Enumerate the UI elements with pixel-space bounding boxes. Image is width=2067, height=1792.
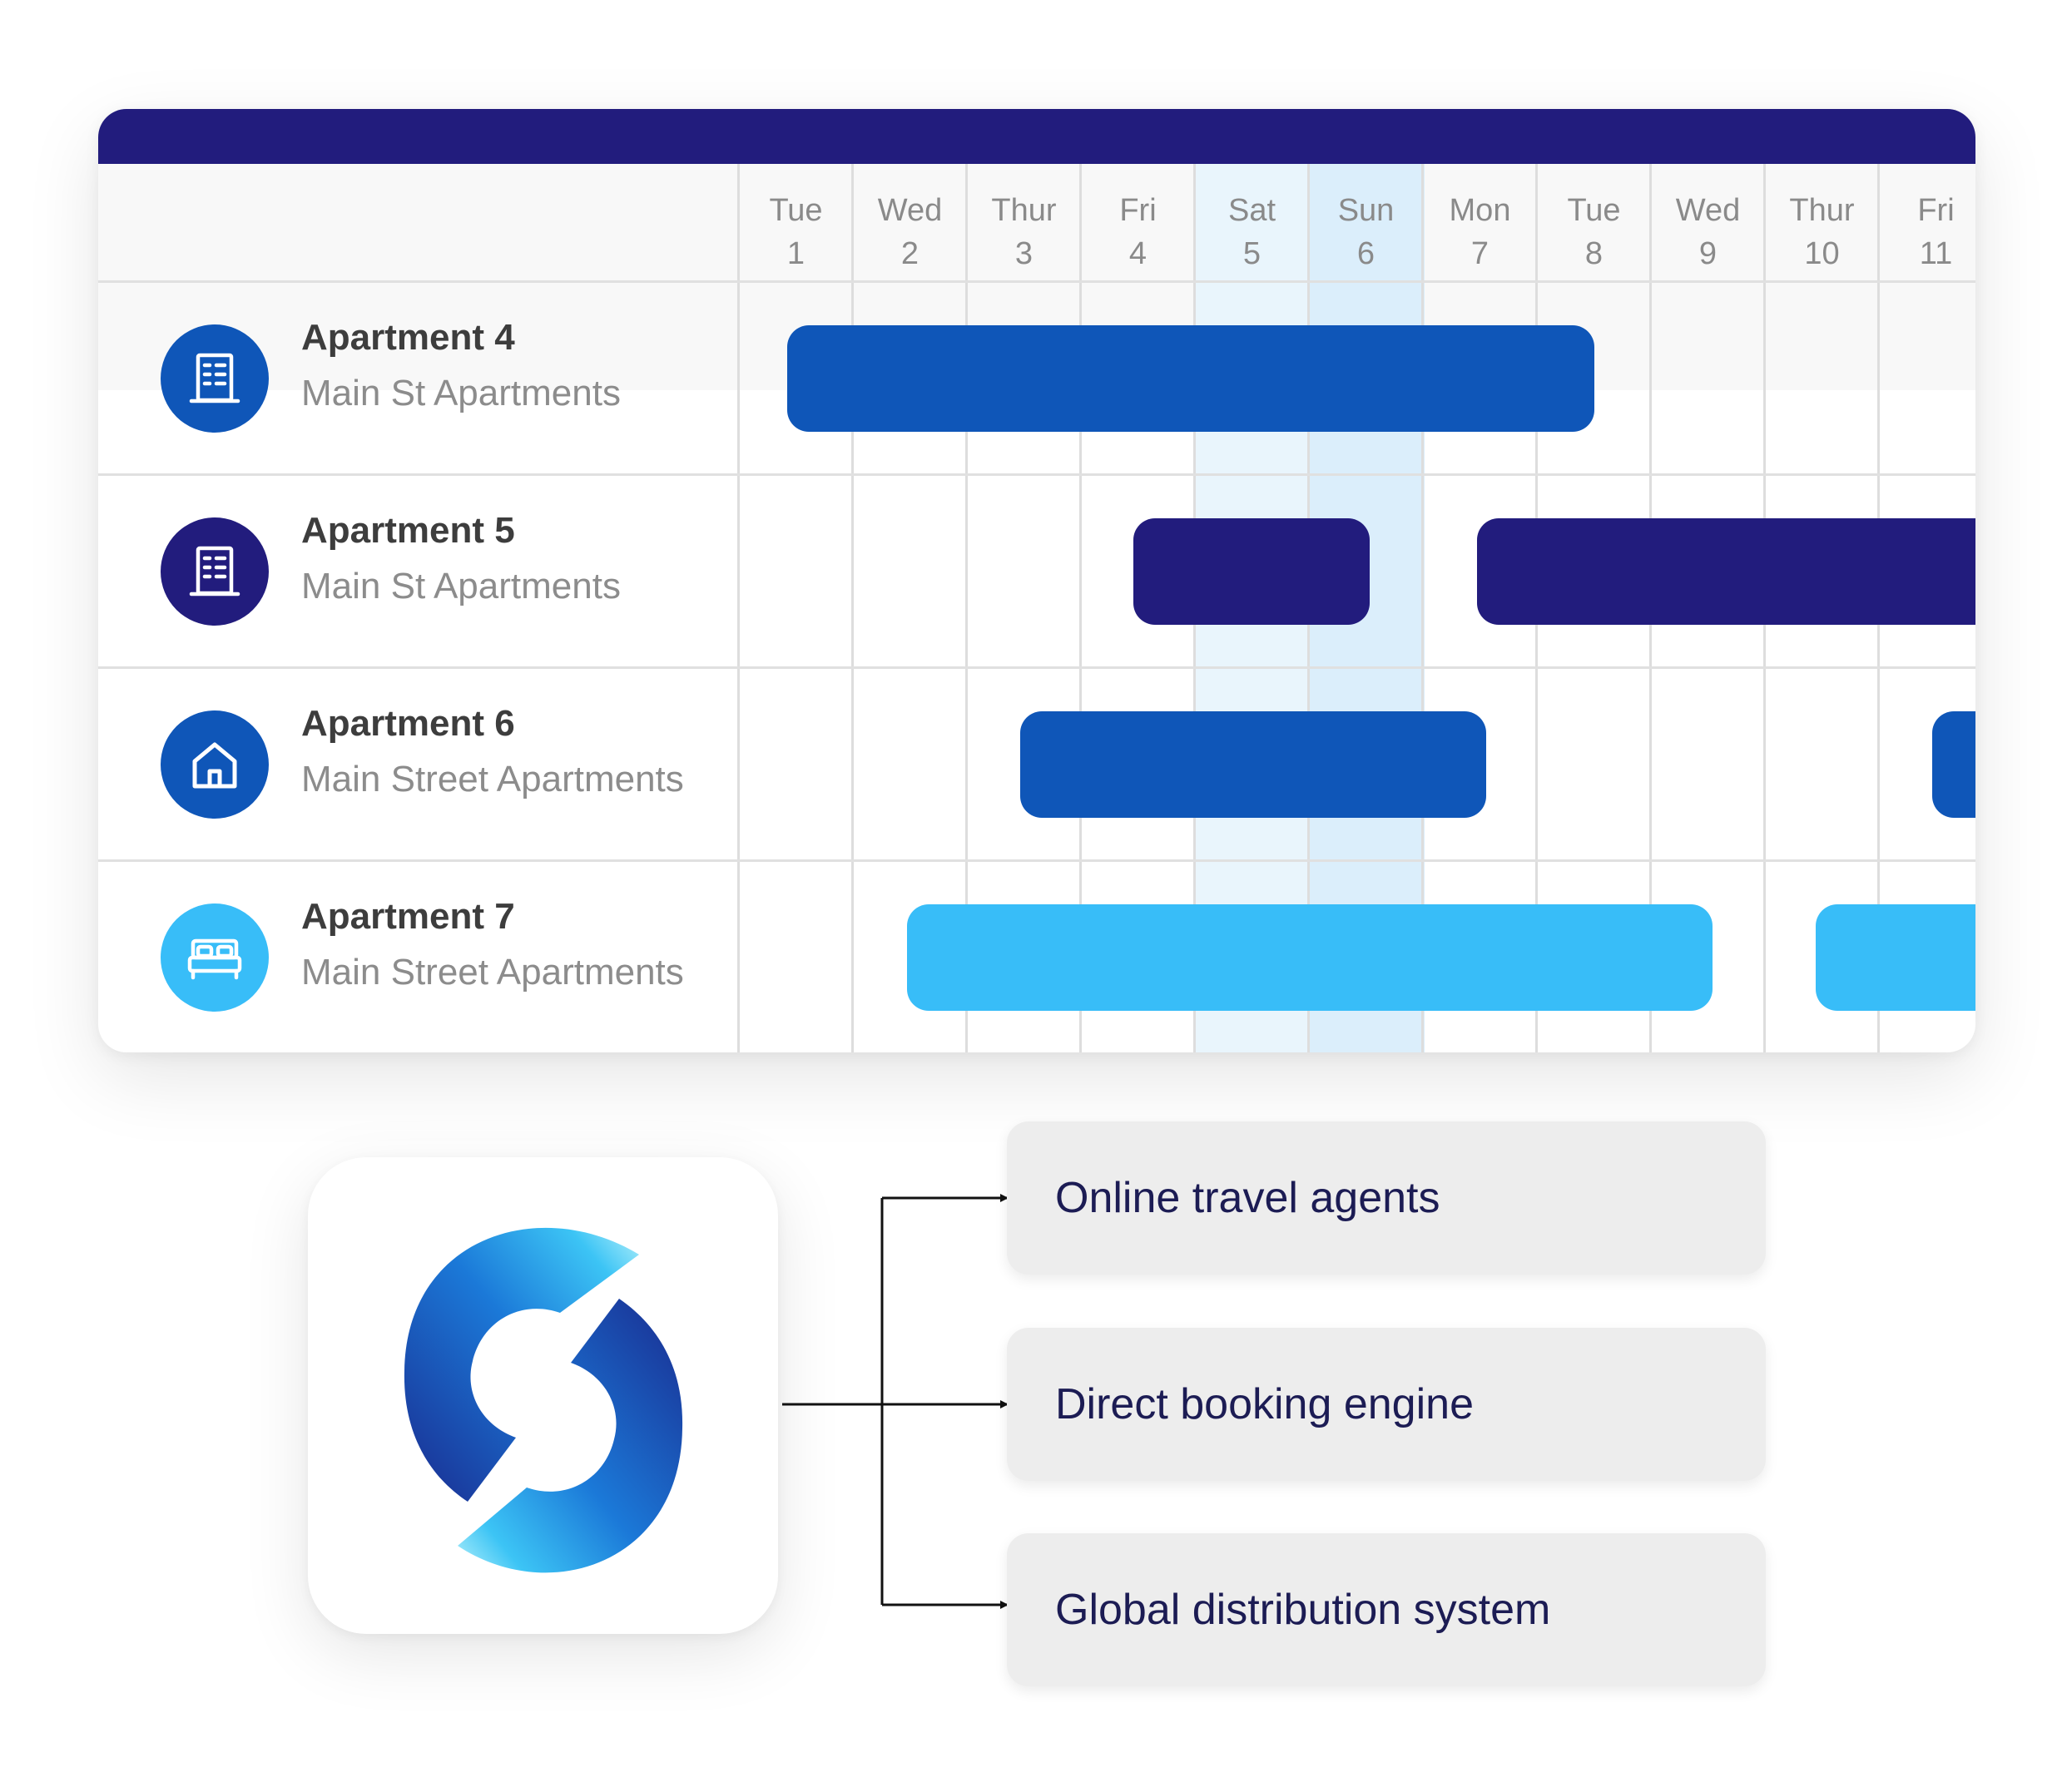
booking-bar[interactable] <box>907 904 1713 1011</box>
apartment-building: Main Street Apartments <box>301 952 684 993</box>
channel-label: Direct booking engine <box>1055 1380 1474 1428</box>
apartment-building: Main St Apartments <box>301 373 621 413</box>
apartment-row[interactable]: Apartment 7 Main Street Apartments <box>98 861 739 1052</box>
apartment-name: Apartment 4 <box>301 317 515 358</box>
booking-bar[interactable] <box>1020 711 1486 818</box>
channel-label: Global distribution system <box>1055 1586 1551 1634</box>
booking-bar[interactable] <box>1477 518 1975 625</box>
apartment-row[interactable]: Apartment 5 Main St Apartments <box>98 475 739 668</box>
apartment-building: Main St Apartments <box>301 566 621 606</box>
grid-line <box>1079 164 1082 1052</box>
row-divider <box>98 473 1975 476</box>
apartment-row[interactable]: Apartment 6 Main Street Apartments <box>98 668 739 861</box>
booking-bar[interactable] <box>1932 711 1975 818</box>
apartment-building: Main Street Apartments <box>301 759 684 799</box>
calendar-top-bar <box>98 109 1975 164</box>
row-divider <box>98 859 1975 862</box>
house-icon <box>161 710 269 819</box>
apartment-name: Apartment 7 <box>301 896 515 937</box>
channel-global-distribution-system[interactable]: Global distribution system <box>1007 1533 1766 1686</box>
apartment-name: Apartment 5 <box>301 510 515 551</box>
channel-online-travel-agents[interactable]: Online travel agents <box>1007 1121 1766 1275</box>
channel-direct-booking-engine[interactable]: Direct booking engine <box>1007 1328 1766 1481</box>
grid-line <box>737 164 740 1052</box>
row-divider <box>98 280 1975 283</box>
booking-bar[interactable] <box>1133 518 1370 625</box>
grid-line <box>1421 164 1424 1052</box>
channel-label: Online travel agents <box>1055 1174 1440 1222</box>
building-icon <box>161 324 269 433</box>
booking-bar[interactable] <box>1816 904 1975 1011</box>
sync-logo-icon <box>404 1227 683 1573</box>
apartment-row[interactable]: Apartment 4 Main St Apartments <box>98 282 739 475</box>
building-icon <box>161 517 269 626</box>
app-logo-tile <box>308 1157 778 1634</box>
row-divider <box>98 666 1975 669</box>
bed-icon <box>161 903 269 1012</box>
grid-line <box>965 164 968 1052</box>
apartment-name: Apartment 6 <box>301 703 515 744</box>
booking-bar[interactable] <box>787 325 1594 432</box>
grid-line <box>851 164 854 1052</box>
